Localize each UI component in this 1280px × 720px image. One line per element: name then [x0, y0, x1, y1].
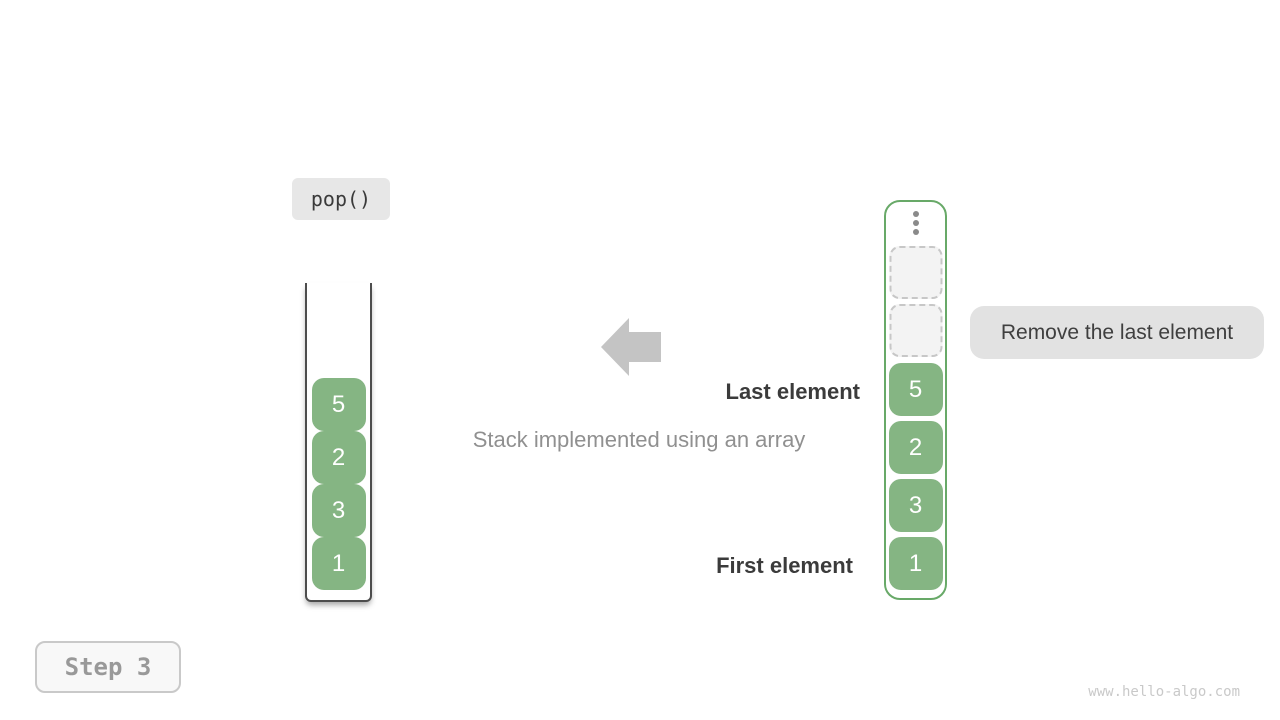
step-indicator: Step 3	[35, 641, 181, 693]
last-element-label: Last element	[725, 379, 861, 404]
array-cell: 5	[888, 363, 943, 416]
watermark: www.hello-algo.com	[1088, 684, 1240, 700]
stack-cell: 5	[311, 378, 366, 431]
first-element-label: First element	[716, 553, 853, 578]
array-cell: 3	[888, 479, 943, 532]
vertical-ellipsis-icon	[912, 211, 919, 235]
pop-operation-label: pop()	[292, 178, 390, 220]
stack-cell: 3	[311, 484, 366, 537]
array-cell: 1	[888, 537, 943, 590]
array-empty-slot	[889, 246, 942, 299]
diagram-caption: Stack implemented using an array	[472, 427, 806, 452]
array-empty-slots	[889, 246, 942, 357]
stack-cell: 2	[311, 431, 366, 484]
array-empty-slot	[889, 304, 942, 357]
array-cell: 2	[888, 421, 943, 474]
arrow-left-icon	[601, 318, 661, 376]
remove-last-element-callout: Remove the last element	[970, 306, 1264, 359]
stack-cell: 1	[311, 537, 366, 590]
